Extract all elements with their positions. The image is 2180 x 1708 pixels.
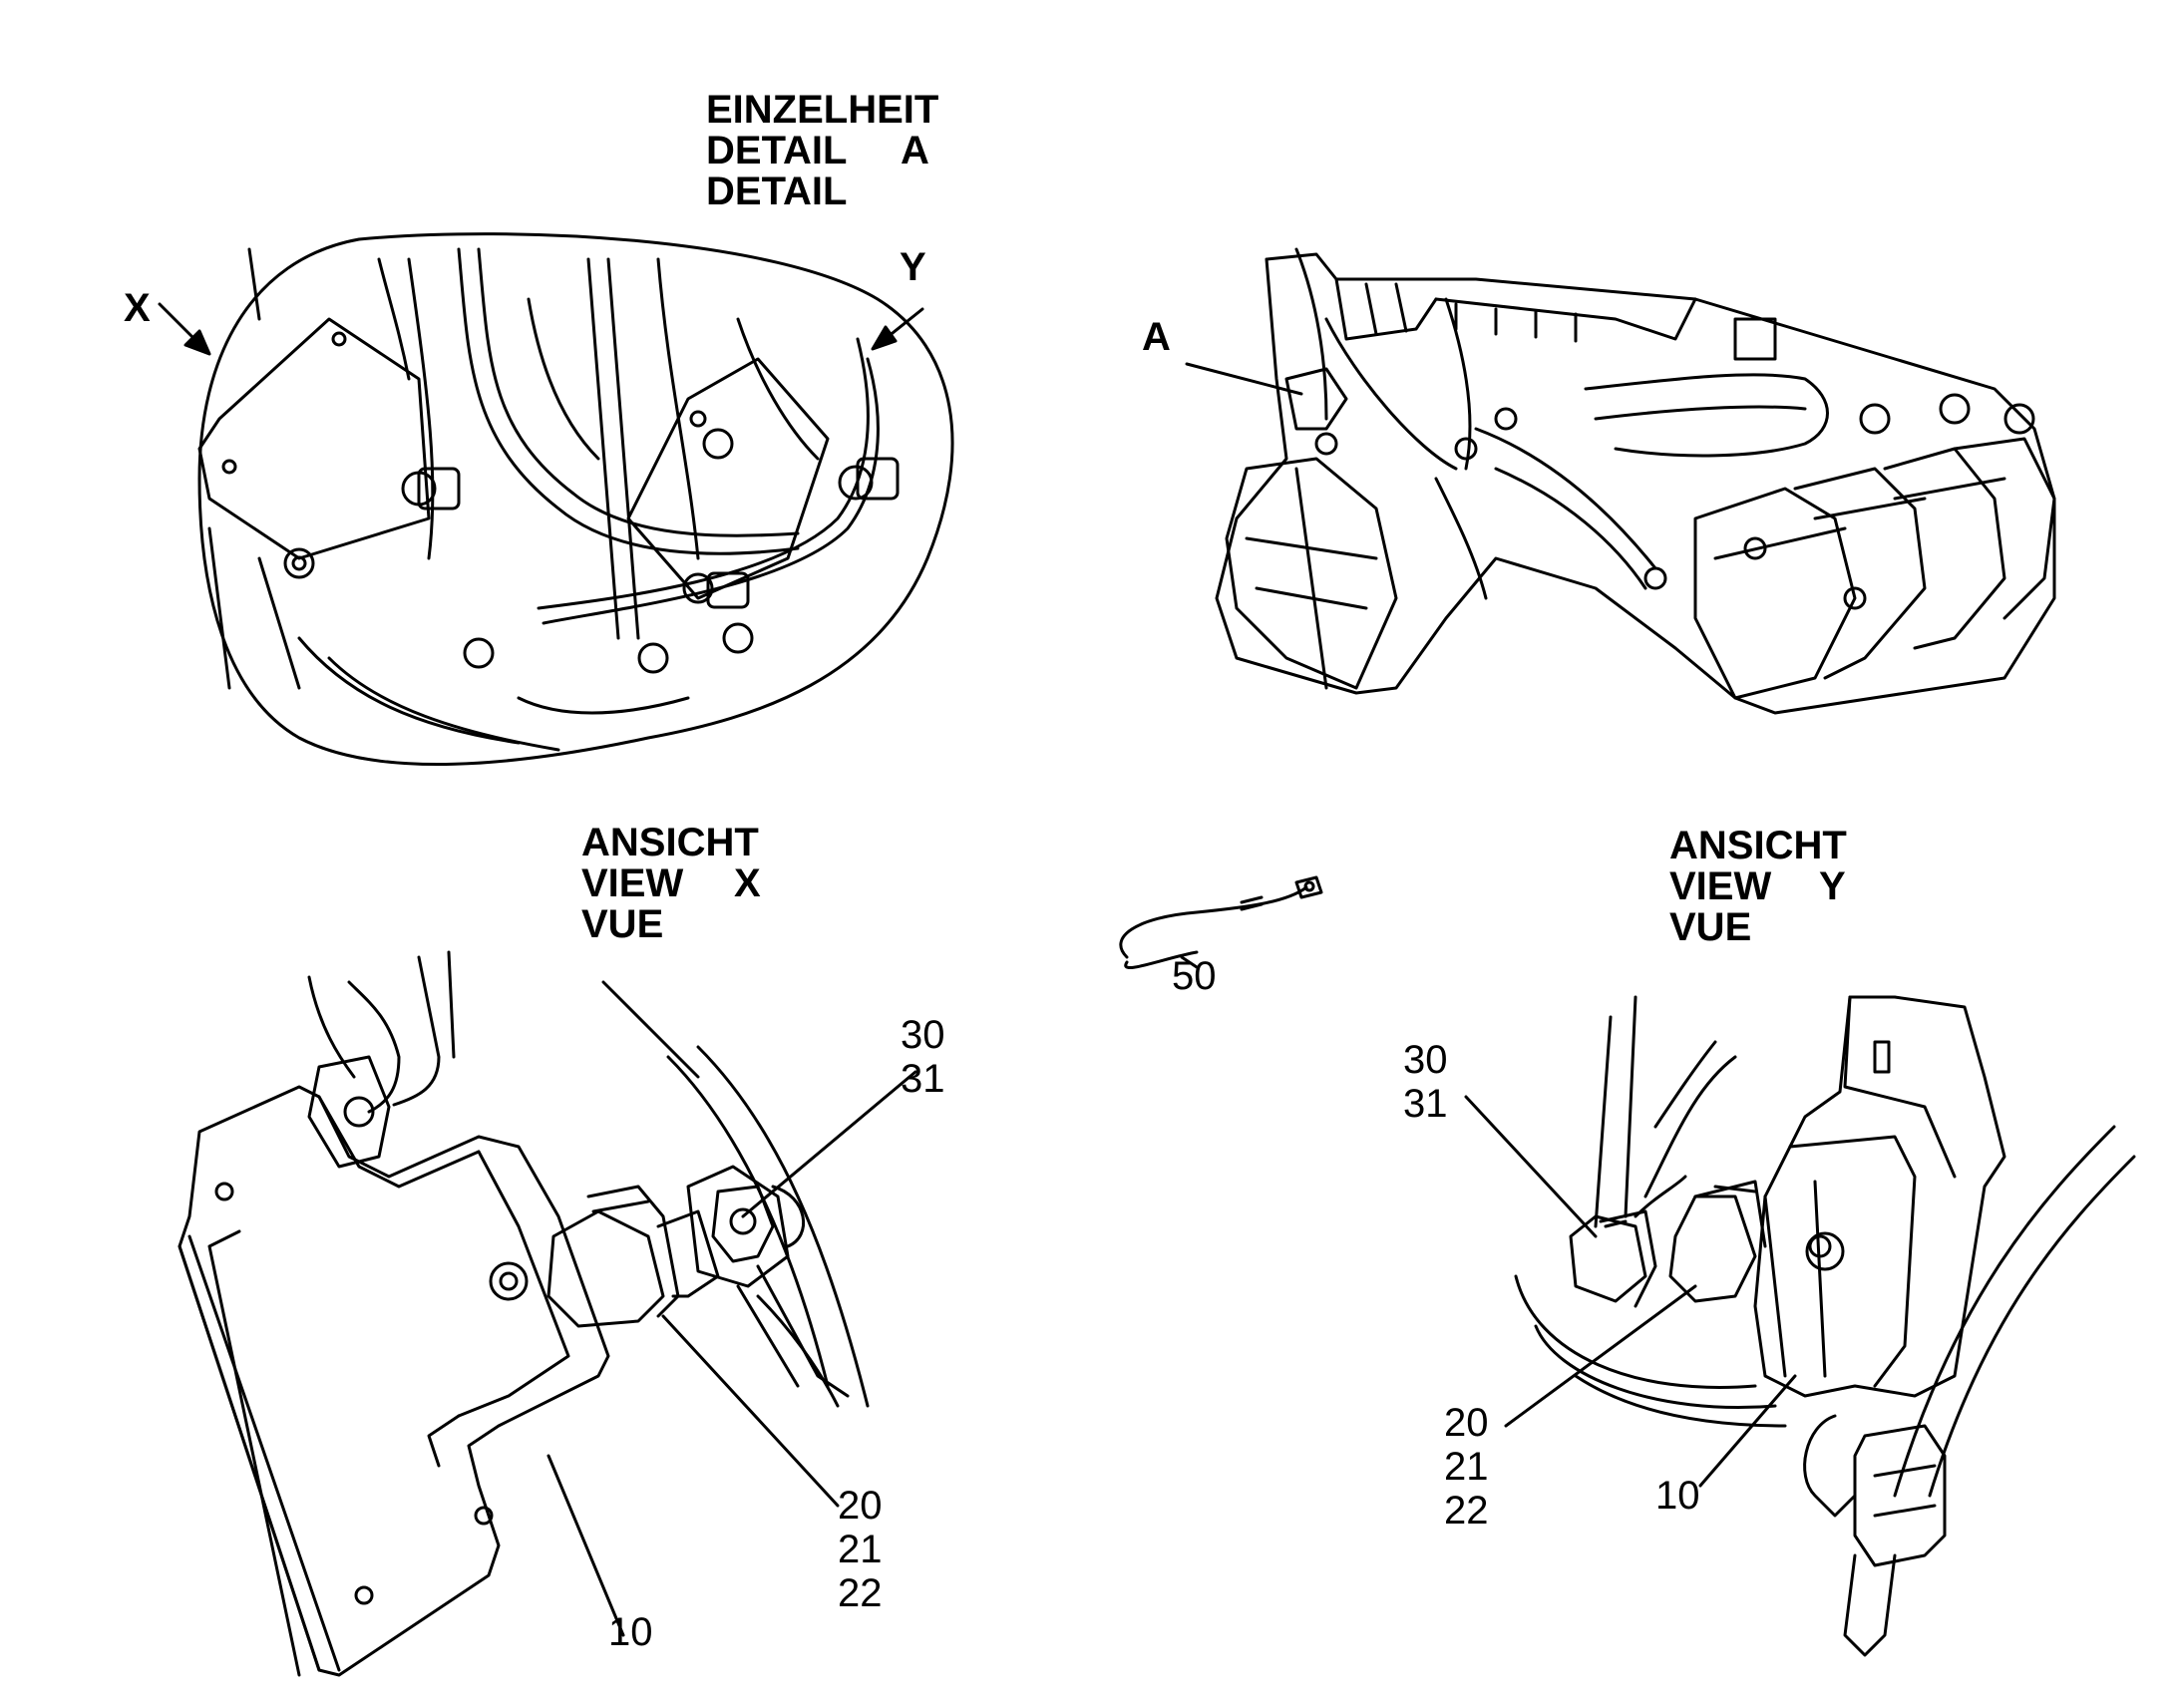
view-y-label-stud-parts: 20 21 22 — [1444, 1401, 1489, 1533]
detail-a-header-line-1: EINZELHEIT — [706, 88, 939, 132]
view-x-header-line-3: VUE — [581, 902, 664, 946]
view-y-header: ANSICHT VIEW VUE — [1669, 826, 1847, 948]
view-y-label-21: 21 — [1444, 1445, 1489, 1489]
view-y-label-31: 31 — [1403, 1082, 1448, 1126]
view-x-label-stud-parts: 20 21 22 — [838, 1484, 883, 1615]
view-x-marker: X — [124, 286, 151, 330]
detail-a-header-line-2: DETAIL — [706, 129, 848, 172]
cable-50-label: 50 — [1172, 954, 1217, 998]
callout-a-leader — [1185, 362, 1303, 396]
view-x-header: ANSICHT VIEW VUE — [581, 823, 759, 945]
view-x-header-line-1: ANSICHT — [581, 821, 759, 864]
view-x-label-21: 21 — [838, 1528, 883, 1571]
view-x-header-line-2: VIEW — [581, 861, 684, 905]
detail-a-header: EINZELHEIT DETAIL DETAIL — [706, 90, 938, 212]
view-y-illustration — [1514, 995, 2136, 1657]
view-y-label-nut-washer: 30 31 — [1403, 1038, 1448, 1126]
detail-a-letter: A — [901, 129, 929, 172]
engine-illustration — [1215, 247, 2056, 715]
view-x-label-20: 20 — [838, 1484, 883, 1528]
cable-50-leader — [1180, 955, 1199, 969]
view-x-label-30: 30 — [901, 1013, 945, 1057]
view-y-label-30: 30 — [1403, 1038, 1448, 1082]
detail-a-header-line-3: DETAIL — [706, 170, 848, 213]
view-x-label-31: 31 — [901, 1057, 945, 1101]
engine-callout-a: A — [1142, 315, 1171, 359]
view-y-label-bracket: 10 — [1655, 1474, 1700, 1518]
view-y-header-line-2: VIEW — [1669, 864, 1772, 908]
view-x-label-bracket: 10 — [608, 1610, 653, 1654]
view-y-arrow — [871, 307, 924, 351]
view-y-label-22: 22 — [1444, 1489, 1489, 1533]
view-x-illustration — [178, 950, 870, 1677]
view-y-header-line-1: ANSICHT — [1669, 824, 1847, 867]
view-x-label-22: 22 — [838, 1571, 883, 1615]
view-x-leaders — [546, 980, 917, 1637]
view-y-leaders — [1464, 1095, 1797, 1488]
view-y-label-20: 20 — [1444, 1401, 1489, 1445]
view-x-arrow — [158, 302, 211, 356]
view-y-header-line-3: VUE — [1669, 905, 1752, 949]
view-x-letter: X — [734, 861, 761, 905]
detail-a-illustration — [197, 232, 954, 767]
view-y-letter: Y — [1819, 864, 1846, 908]
view-y-marker: Y — [900, 245, 926, 289]
cable-50-illustration — [1119, 875, 1323, 969]
view-x-label-nut-washer: 30 31 — [901, 1013, 945, 1101]
